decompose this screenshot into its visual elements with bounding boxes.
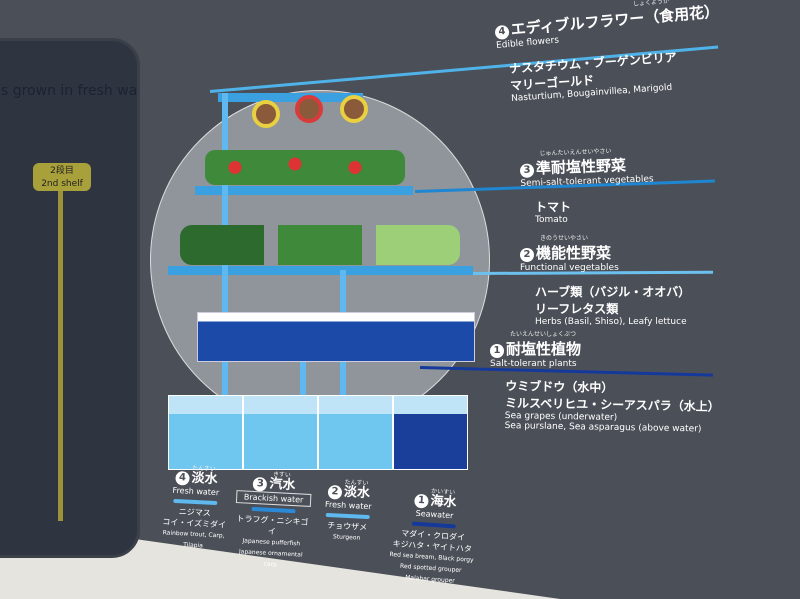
fish-en: Japanese ornamental carp <box>238 548 303 569</box>
vegetable-plants <box>180 225 460 265</box>
color-bar <box>325 512 370 520</box>
category-en: Functional vegetables <box>520 263 619 273</box>
number-badge: 2 <box>520 248 534 262</box>
tank-freshwater-2 <box>318 395 393 470</box>
tank-title: 淡水 <box>343 484 371 502</box>
flower-pot <box>252 100 280 128</box>
number-badge: 4 <box>175 470 190 486</box>
tank-seawater-1 <box>393 395 468 470</box>
left-screen: s grown in fresh wate 2段目 2nd shelf <box>0 38 140 558</box>
category-3-items: トマト Tomato <box>535 198 571 225</box>
item-jp: トマト <box>535 200 572 214</box>
shelf-tag: 2段目 2nd shelf <box>33 163 91 191</box>
number-badge: 4 <box>494 24 510 40</box>
number-badge: 3 <box>253 476 268 492</box>
color-bar <box>250 506 296 514</box>
category-title: 耐塩性植物 <box>506 340 582 358</box>
pipe <box>300 360 306 400</box>
salt-plant-tank <box>197 312 475 362</box>
tank-title: 汽水 <box>268 476 296 494</box>
fish-tanks <box>168 395 468 470</box>
tank-en: Fresh water <box>324 499 372 512</box>
item-en: Herbs (Basil, Shiso), Leafy lettuce <box>535 317 687 327</box>
tank-brackish-3 <box>243 395 318 470</box>
category-en: Salt-tolerant plants <box>490 359 577 369</box>
tank-en: Fresh water <box>172 485 220 498</box>
category-ruby: たいえんせいしょくぶつ <box>510 331 577 338</box>
tomato-plants <box>205 150 405 185</box>
tank-title: 淡水 <box>191 470 218 488</box>
shelf-4 <box>218 93 363 102</box>
number-badge: 3 <box>519 163 535 178</box>
category-title: 機能性野菜 <box>536 244 612 262</box>
item-jp: ハーブ類（バジル・オオバ） <box>535 285 691 299</box>
item-en: Tomato <box>535 215 568 225</box>
tank-en: Brackish water <box>235 490 312 507</box>
category-title: 準耐塩性野菜 <box>535 156 627 178</box>
screen-caption: s grown in fresh wate <box>1 83 140 99</box>
item-jp: リーフレタス類 <box>535 302 619 316</box>
number-badge: 1 <box>413 493 429 509</box>
color-bar <box>173 498 218 506</box>
flower-pot <box>295 95 323 123</box>
number-badge: 1 <box>490 344 504 358</box>
category-2-items: ハーブ類（バジル・オオバ） リーフレタス類 Herbs (Basil, Shis… <box>535 283 690 327</box>
color-bar <box>411 521 456 529</box>
shelf-tag-jp: 2段目 <box>50 166 74 176</box>
shelf-tag-en: 2nd shelf <box>41 179 83 189</box>
shelf-pole <box>58 191 63 521</box>
tank-freshwater-4 <box>168 395 243 470</box>
category-ruby: きのうせいやさい <box>540 235 589 242</box>
fish-en: Rainbow trout, Carp, Tilapia <box>162 529 225 550</box>
category-1-items: ウミブドウ（水中） ミルスベリヒユ・シーアスパラ（水上） Sea grapes … <box>505 377 721 435</box>
number-badge: 2 <box>327 484 343 500</box>
shelf-3 <box>195 186 413 195</box>
flower-pot <box>340 95 368 123</box>
shelf-2 <box>168 266 473 275</box>
